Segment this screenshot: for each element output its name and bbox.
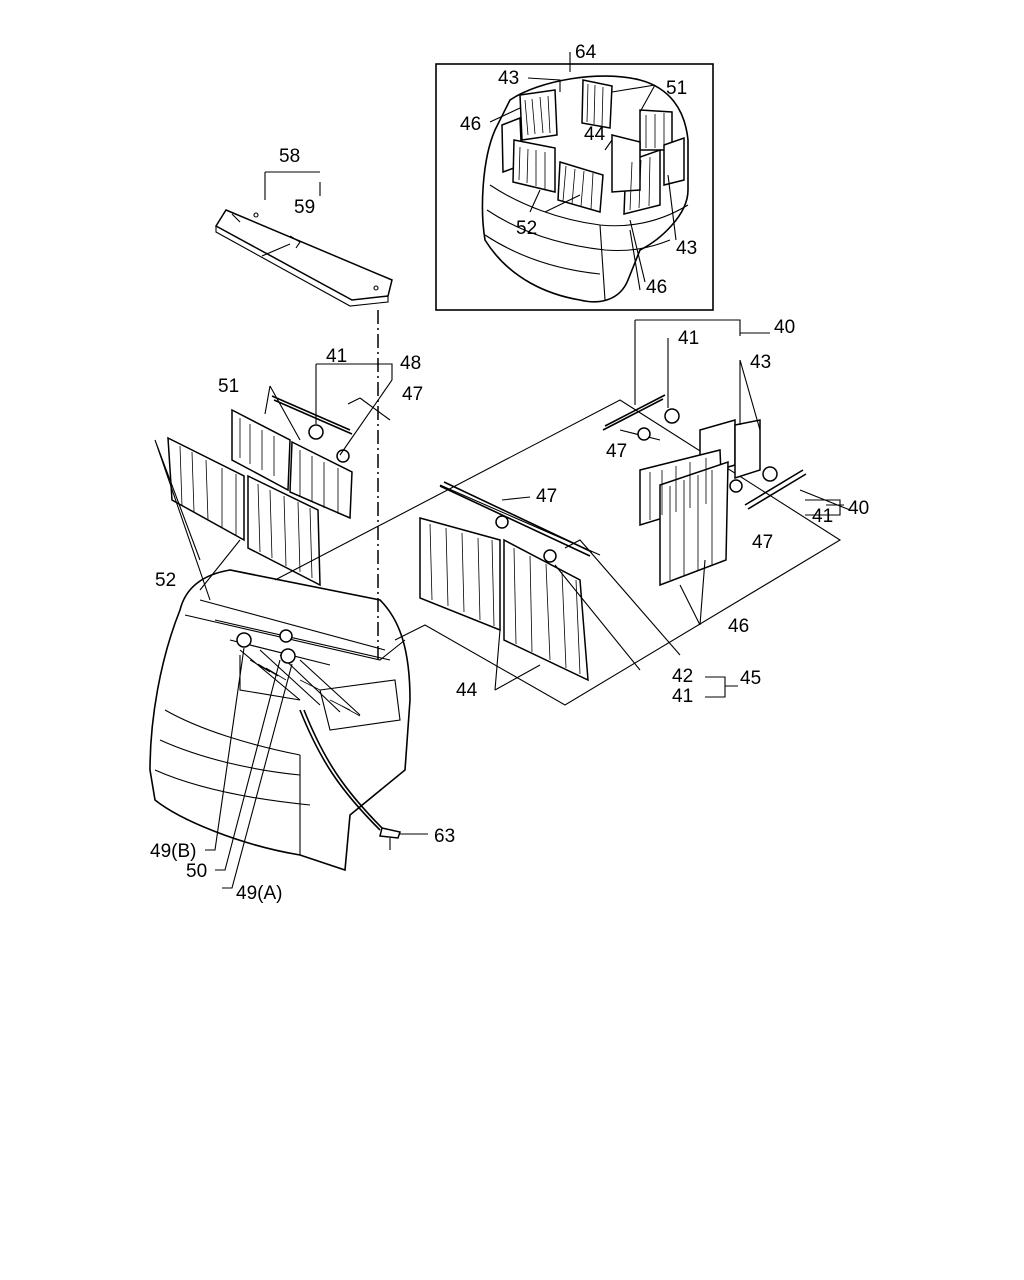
callout-63: 63	[434, 826, 455, 847]
callout-41-right-top: 41	[678, 328, 699, 349]
roof-lid-part	[214, 171, 393, 307]
callout-brackets	[705, 332, 844, 698]
callout-41-right-bottom: 41	[812, 506, 833, 527]
callout-52-inset: 52	[516, 218, 537, 239]
callout-59: 59	[294, 197, 315, 218]
callout-labels: 64 43 51 46 44 52 43 46 58 59 41 48 47 5…	[150, 42, 869, 904]
callout-50: 50	[186, 861, 207, 882]
right-panel-group	[602, 319, 841, 626]
inset-cab-body	[481, 75, 689, 303]
callout-47-center: 47	[536, 486, 557, 507]
callout-44-inset: 44	[584, 124, 606, 145]
callout-48: 48	[400, 353, 421, 374]
callout-51-inset: 51	[666, 78, 687, 99]
callout-43-inset-right: 43	[676, 238, 697, 259]
cable-part	[299, 709, 428, 850]
callout-49a: 49(A)	[236, 883, 282, 904]
callout-46-inset-left: 46	[460, 114, 481, 135]
cab-body	[149, 569, 411, 872]
callout-40-top: 40	[774, 317, 795, 338]
callout-42: 42	[672, 666, 693, 687]
callout-64: 64	[575, 42, 597, 63]
callout-52-left: 52	[155, 570, 176, 591]
center-panel-group	[419, 481, 681, 691]
inset-panels	[501, 79, 685, 215]
callout-43-right: 43	[750, 352, 771, 373]
callout-45: 45	[740, 668, 761, 689]
callout-46-right: 46	[728, 616, 749, 637]
left-panel-group	[154, 385, 353, 601]
callout-47-left: 47	[402, 384, 423, 405]
callout-41-center: 41	[672, 686, 693, 707]
inset-detail	[435, 52, 714, 311]
callout-40-bottom: 40	[848, 498, 869, 519]
callout-47-right-top: 47	[606, 441, 627, 462]
callout-41-left: 41	[326, 346, 347, 367]
left-fasteners	[271, 363, 393, 463]
callout-47-right-bottom: 47	[752, 532, 773, 553]
callout-44-center: 44	[456, 680, 478, 701]
callout-46-inset-bottom: 46	[646, 277, 667, 298]
callout-43-inset-top: 43	[498, 68, 519, 89]
callout-58: 58	[279, 146, 300, 167]
callout-49b: 49(B)	[150, 841, 196, 862]
callout-51-left: 51	[218, 376, 239, 397]
inset-frame	[435, 63, 714, 311]
